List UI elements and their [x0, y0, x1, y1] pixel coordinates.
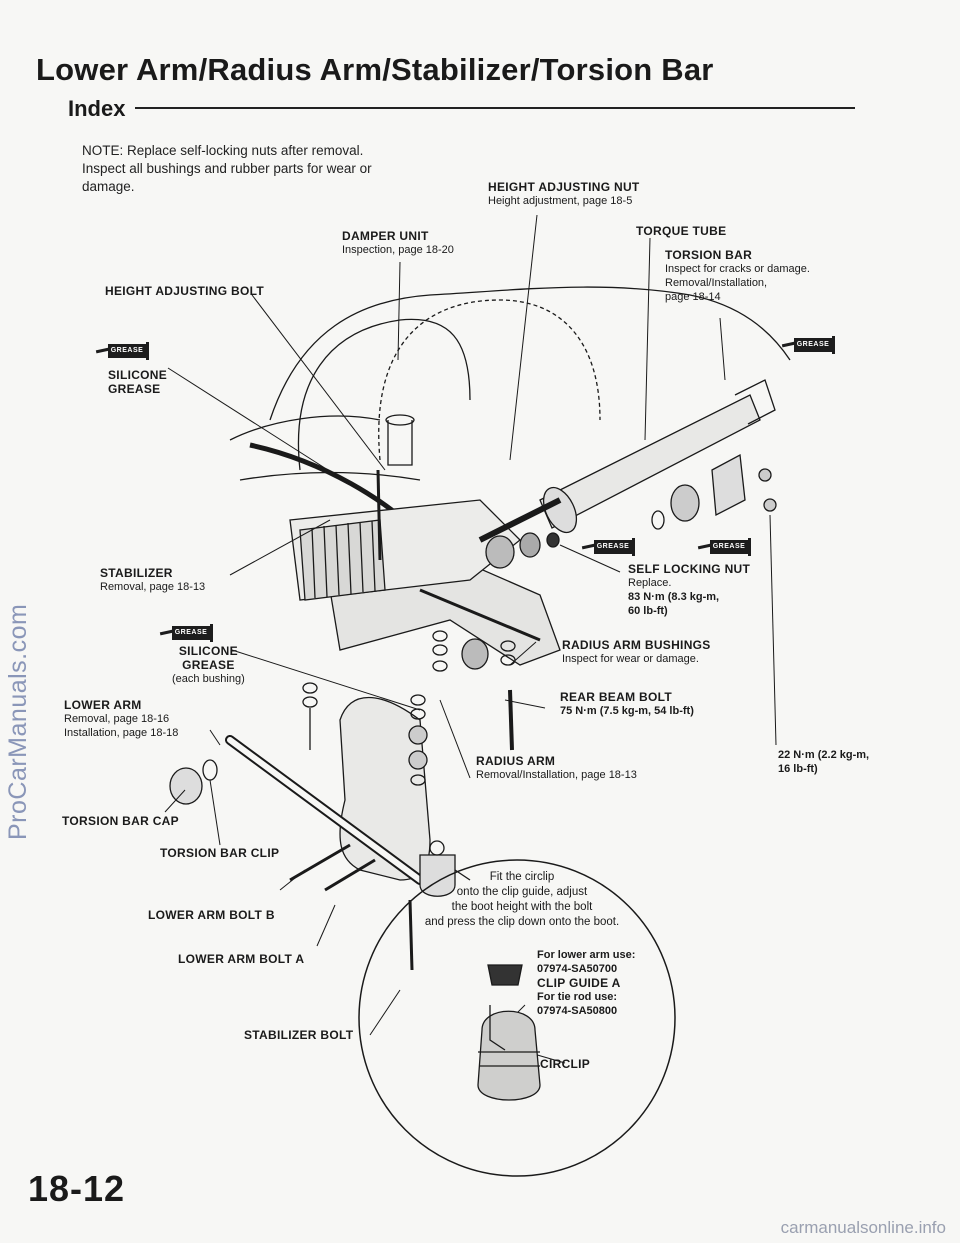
title-rule: [135, 107, 855, 109]
label-lower-arm: LOWER ARM Removal, page 18-16 Installati…: [64, 698, 179, 739]
label-lower-arm-bolt-a: LOWER ARM BOLT A: [178, 952, 305, 966]
bushing-stack: [302, 532, 560, 786]
label-stabilizer: STABILIZER Removal, page 18-13: [100, 566, 206, 593]
label-damper-unit: DAMPER UNIT Inspection, page 18-20: [342, 229, 454, 256]
label-silicone-grease-each-bushing: SILICONE GREASE (each bushing): [172, 644, 245, 685]
note-line: Inspect all bushings and rubber parts fo…: [82, 161, 372, 176]
label-radius-arm-bushings: RADIUS ARM BUSHINGS Inspect for wear or …: [562, 638, 711, 665]
body-panel-lower: [229, 415, 381, 441]
radius-arm: [419, 588, 541, 642]
torque-tube-flange: [542, 486, 578, 534]
steering-boot: [299, 519, 386, 601]
page-title: Lower Arm/Radius Arm/Stabilizer/Torsion …: [36, 52, 714, 87]
side-watermark: ProCarManuals.com: [4, 603, 32, 840]
height-adjusting-bolt-shape: [376, 469, 382, 561]
label-torque-tube: TORQUE TUBE: [636, 224, 727, 238]
stabilizer-bolt-shape: [408, 899, 414, 971]
label-height-adjusting-bolt: HEIGHT ADJUSTING BOLT: [105, 284, 264, 298]
grease-tube-icon: GREASE: [697, 536, 758, 558]
body-panel-outline: [269, 286, 791, 421]
drive-shaft: [478, 497, 562, 543]
callout-instructions: Fit the circlip onto the clip guide, adj…: [424, 871, 620, 928]
label-rear-beam-bolt: REAR BEAM BOLT 75 N·m (7.5 kg-m, 54 lb-f…: [560, 690, 694, 717]
rear-beam-bolt-shape: [508, 689, 514, 751]
detail-callout-circle: [358, 859, 676, 1177]
clip-guide-tool: [487, 964, 523, 986]
label-torsion-bar: TORSION BAR Inspect for cracks or damage…: [665, 248, 810, 303]
ball-joint: [419, 854, 456, 897]
label-self-locking-nut: SELF LOCKING NUT Replace. 83 N·m (8.3 kg…: [628, 562, 751, 617]
damper-top: [385, 414, 415, 426]
label-radius-arm: RADIUS ARM Removal/Installation, page 18…: [476, 754, 637, 781]
grease-tube-icon: GREASE: [159, 622, 220, 644]
label-clip-guide-tool: For lower arm use: 07974-SA50700 CLIP GU…: [537, 949, 636, 1017]
label-torsion-bar-clip: TORSION BAR CLIP: [160, 846, 280, 860]
label-silicone-grease: SILICONE GREASE: [108, 368, 168, 396]
note-block: NOTE: Replace self-locking nuts after re…: [82, 142, 442, 196]
label-torsion-bar-cap: TORSION BAR CAP: [62, 814, 179, 828]
note-line: NOTE: Replace self-locking nuts after re…: [82, 143, 364, 158]
label-torque-22nm: 22 N·m (2.2 kg-m, 16 lb-ft): [778, 749, 870, 775]
grease-tube-icon: GREASE: [781, 334, 842, 356]
label-height-adjusting-nut: HEIGHT ADJUSTING NUT Height adjustment, …: [488, 180, 640, 207]
section-title: Index: [68, 96, 126, 121]
footer-watermark: carmanualsonline.info: [780, 1218, 946, 1237]
boot-detail: [477, 1010, 541, 1101]
page-number: 18-12: [28, 1168, 126, 1209]
lower-arm-bolt-a-shape: [324, 858, 376, 892]
torsion-bar-bushing: [670, 484, 700, 522]
torque-tube-end: [734, 379, 776, 425]
label-lower-arm-bolt-b: LOWER ARM BOLT B: [148, 908, 275, 922]
grease-tube-icon: GREASE: [581, 536, 642, 558]
wheel-arch: [297, 318, 471, 471]
grease-tube-icon: GREASE: [95, 340, 156, 362]
body-panel-curve: [378, 299, 601, 461]
note-line: damage.: [82, 179, 135, 194]
torsion-bar-clip-shape: [202, 759, 218, 781]
damper-body: [387, 420, 413, 466]
torsion-bar-cap-shape: [169, 767, 203, 805]
label-circlip: CIRCLIP: [540, 1057, 591, 1071]
label-stabilizer-bolt: STABILIZER BOLT: [244, 1028, 354, 1042]
torsion-bar-holder: [711, 453, 746, 517]
torque-tube: [539, 394, 761, 529]
